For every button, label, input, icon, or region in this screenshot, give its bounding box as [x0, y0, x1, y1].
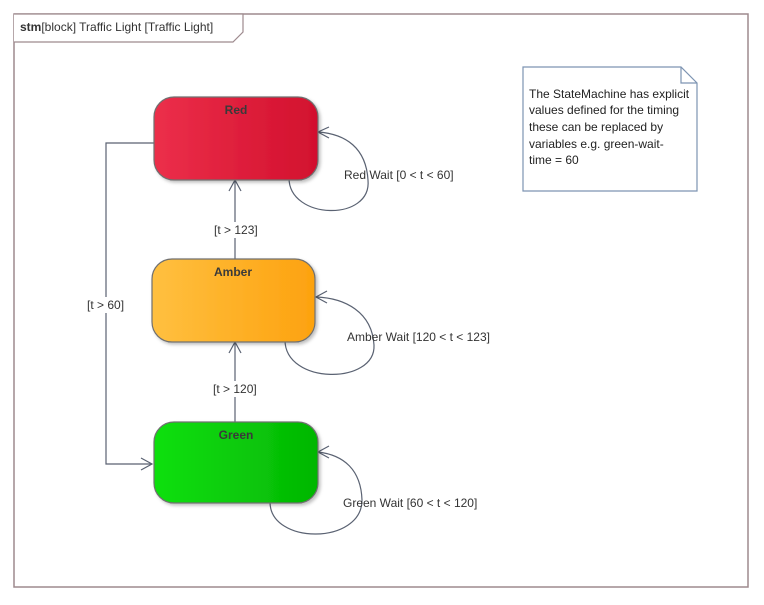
transition-red-wait-label: Red Wait [0 < t < 60] [344, 168, 454, 182]
note-text: The StateMachine has explicit values def… [529, 87, 692, 167]
frame-keyword: stm [20, 20, 41, 34]
note-line: variables e.g. green-wait- [529, 137, 664, 151]
frame-title: stm[block] Traffic Light [Traffic Light] [20, 20, 213, 34]
state-green[interactable] [153, 421, 319, 504]
state-amber-label: Amber [214, 265, 252, 279]
transition-red-to-green-label: [t > 60] [87, 298, 124, 312]
note-line: time = 60 [529, 153, 579, 167]
state-red[interactable] [153, 96, 319, 181]
transition-amber-wait-label: Amber Wait [120 < t < 123] [347, 330, 490, 344]
note-line: values defined for the timing [529, 103, 679, 117]
transition-amber-to-red-label: [t > 123] [214, 223, 258, 237]
transition-green-wait-label: Green Wait [60 < t < 120] [343, 496, 477, 510]
note-line: these can be replaced by [529, 120, 663, 134]
note-box [522, 66, 698, 192]
transition-green-to-amber-label: [t > 120] [213, 382, 257, 396]
state-amber[interactable] [151, 258, 316, 343]
frame-title-tab [14, 13, 244, 43]
label-bg [211, 381, 267, 397]
state-green-label: Green [219, 428, 254, 442]
label-bg [84, 297, 130, 313]
label-bg [212, 222, 264, 238]
note-fold [680, 67, 697, 84]
frame-title-text: [block] Traffic Light [Traffic Light] [41, 20, 213, 34]
transition-amber-wait[interactable] [284, 290, 375, 375]
note-line: The StateMachine has explicit [529, 87, 690, 101]
state-red-label: Red [225, 103, 248, 117]
